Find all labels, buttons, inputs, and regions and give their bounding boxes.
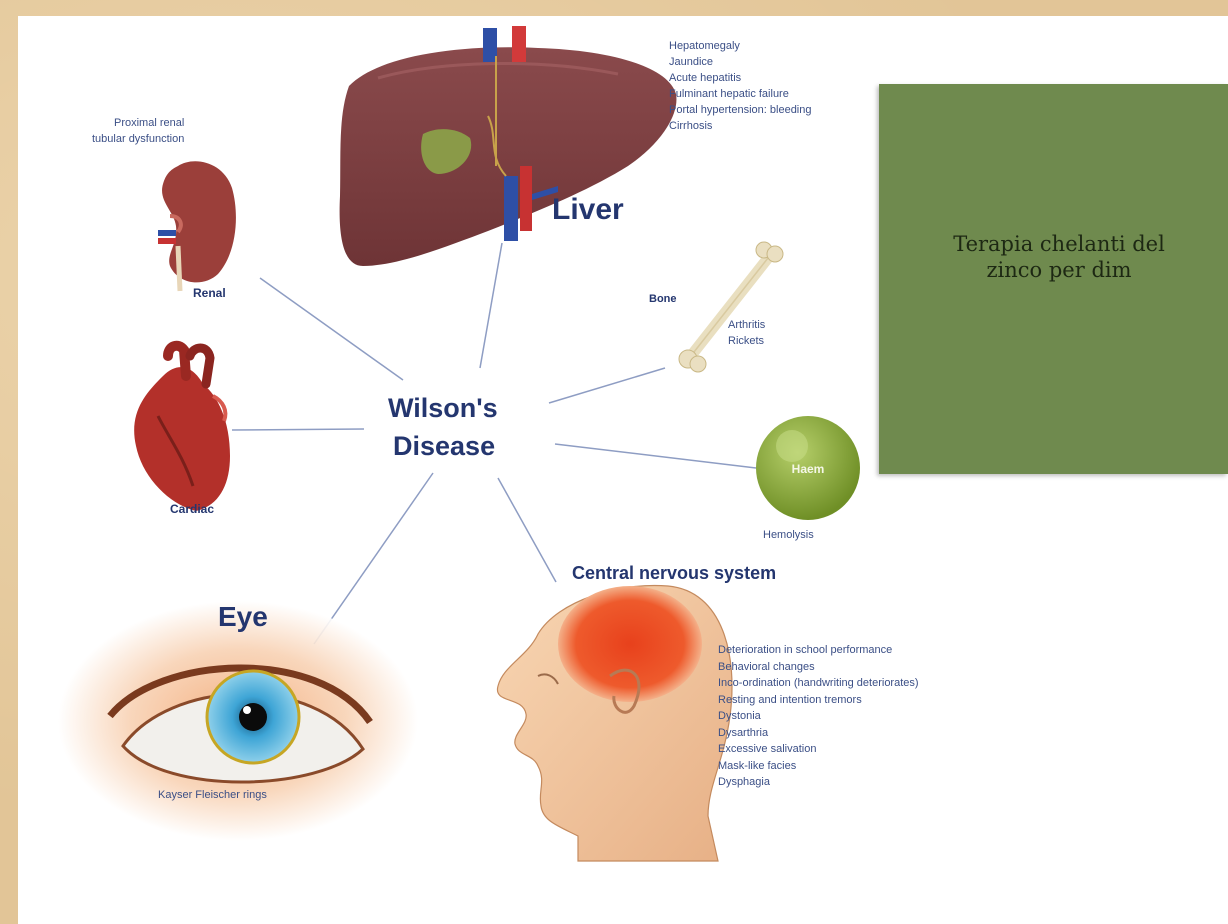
list-item: Acute hepatitis xyxy=(669,70,811,86)
list-item: Dystonia xyxy=(718,708,919,725)
cardiac-label: Cardiac xyxy=(170,502,214,516)
eye-caption: Kayser Fleischer rings xyxy=(158,788,267,803)
list-item: Dysarthria xyxy=(718,725,919,742)
list-item: Behavioral changes xyxy=(718,659,919,676)
list-item: Deterioration in school performance xyxy=(718,642,919,659)
renal-label: Renal xyxy=(193,286,226,300)
bone-symptom-rickets: Rickets xyxy=(728,334,764,349)
bone-symptom-arthritis: Arthritis xyxy=(728,318,765,333)
list-item: Dysphagia xyxy=(718,774,919,791)
list-item: Resting and intention tremors xyxy=(718,692,919,709)
diagram-title-line2: Disease xyxy=(393,431,495,461)
list-item: Hepatomegaly xyxy=(669,38,811,54)
liver-label: Liver xyxy=(552,194,624,226)
renal-caption-line1: Proximal renal xyxy=(114,116,184,131)
list-item: Excessive salivation xyxy=(718,741,919,758)
slide-text-line1: Terapia chelanti del xyxy=(839,231,1228,257)
cns-label: Central nervous system xyxy=(572,562,776,584)
list-item: Fulminant hepatic failure xyxy=(669,86,811,102)
list-item: Cirrhosis xyxy=(669,118,811,134)
liver-symptom-list: Hepatomegaly Jaundice Acute hepatitis Fu… xyxy=(669,38,811,134)
heart-illustration xyxy=(134,346,230,511)
renal-caption-line2: tubular dysfunction xyxy=(92,132,184,147)
bone-label: Bone xyxy=(649,293,677,305)
hemolysis-caption: Hemolysis xyxy=(763,528,814,543)
list-item: Jaundice xyxy=(669,54,811,70)
list-item: Mask-like facies xyxy=(718,758,919,775)
diagram-title-line1: Wilson's xyxy=(388,393,498,423)
list-item: Inco-ordination (handwriting deteriorate… xyxy=(718,675,919,692)
cns-symptom-list: Deterioration in school performance Beha… xyxy=(718,642,919,791)
bone-illustration xyxy=(679,242,783,372)
kidney-illustration xyxy=(158,161,236,291)
blood-circle-label: Haem xyxy=(792,462,825,476)
eye-label: Eye xyxy=(218,601,268,633)
list-item: Portal hypertension: bleeding xyxy=(669,102,811,118)
slide-text-line2: zinco per dim xyxy=(839,257,1228,283)
eye-illustration xyxy=(58,601,418,841)
head-illustration xyxy=(497,585,732,861)
liver-illustration xyxy=(340,26,677,266)
